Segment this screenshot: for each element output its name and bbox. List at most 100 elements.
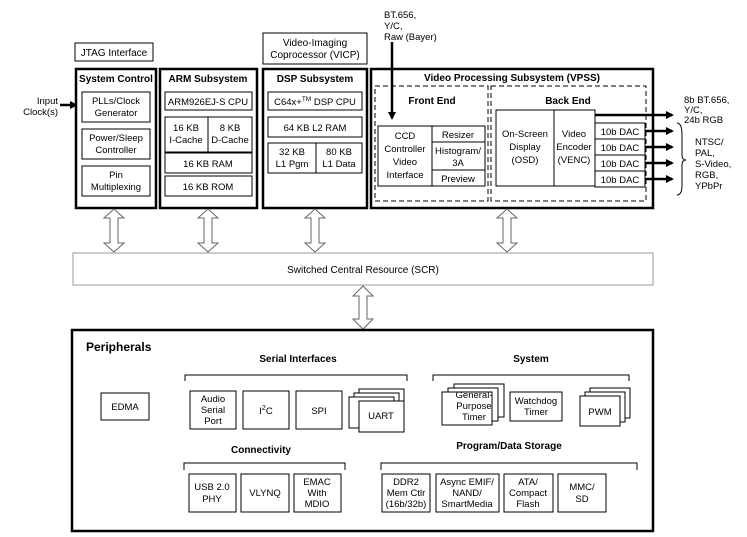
pll-line-2: Generator bbox=[95, 108, 138, 119]
digital-line-2: Y/C, bbox=[684, 105, 702, 116]
arm-title: ARM Subsystem bbox=[169, 74, 248, 85]
async-line-3: SmartMedia bbox=[441, 499, 493, 510]
uart-label: UART bbox=[368, 411, 394, 422]
audio-line-3: Port bbox=[204, 416, 222, 427]
connectivity-title: Connectivity bbox=[231, 445, 291, 456]
pin-mux-block bbox=[81, 165, 151, 197]
analog-line-4: RGB, bbox=[695, 170, 718, 181]
dcache-line-1: 8 KB bbox=[220, 123, 241, 134]
dsp-cpu-block bbox=[267, 91, 363, 111]
jtag-label: JTAG Interface bbox=[81, 48, 148, 59]
jtag-interface: JTAG Interface bbox=[74, 42, 154, 62]
dac-3-label: 10b DAC bbox=[601, 159, 640, 170]
osd-line-1: On-Screen bbox=[502, 129, 548, 140]
osd-line-3: (OSD) bbox=[512, 155, 539, 166]
async-line-1: Async EMIF/ bbox=[440, 477, 494, 488]
ccdc-line-4: Interface bbox=[387, 170, 424, 181]
bt656-line-3: Raw (Bayer) bbox=[384, 32, 437, 43]
dsp-l1d-block bbox=[315, 142, 363, 174]
analog-line-3: S-Video, bbox=[695, 159, 731, 170]
ddr2-line-3: (16b/32b) bbox=[386, 499, 427, 510]
usb-line-2: PHY bbox=[202, 494, 222, 505]
mmc-line-2: SD bbox=[575, 494, 588, 505]
vicp-line-1: Video-Imaging bbox=[283, 38, 347, 49]
audio-serial-port-block bbox=[189, 390, 237, 430]
pll-block bbox=[81, 91, 151, 123]
usb-block bbox=[188, 473, 237, 513]
digital-output-label: 8b BT.656, Y/C, 24b RGB bbox=[684, 95, 729, 126]
arm-cpu-label: ARM926EJ-S CPU bbox=[168, 97, 248, 108]
vicp-line-2: Coprocessor (VICP) bbox=[270, 50, 359, 61]
resizer-label: Resizer bbox=[442, 130, 474, 141]
vicp-block: Video-Imaging Coprocessor (VICP) bbox=[262, 32, 368, 65]
icache-line-2: I-Cache bbox=[169, 135, 202, 146]
ccdc-block bbox=[377, 125, 433, 187]
system-title: System bbox=[513, 354, 549, 365]
watchdog-line-1: Watchdog bbox=[515, 396, 557, 407]
ccdc-line-1: CCD bbox=[395, 131, 416, 142]
arm-bus-arrow bbox=[196, 208, 220, 253]
back-end-title: Back End bbox=[545, 96, 591, 107]
async-emif-block bbox=[435, 473, 500, 513]
ccdc-line-2: Controller bbox=[384, 144, 425, 155]
storage-title: Program/Data Storage bbox=[456, 441, 562, 452]
dsp-subsystem: DSP Subsystem C64x+TM DSP CPU 64 KB L2 R… bbox=[261, 67, 369, 210]
l1d-line-1: 80 KB bbox=[326, 147, 352, 158]
power-line-2: Controller bbox=[95, 145, 136, 156]
async-line-2: NAND/ bbox=[452, 488, 482, 499]
dcache-line-2: D-Cache bbox=[211, 135, 249, 146]
arm-ram-block bbox=[164, 152, 253, 174]
arm-rom-label: 16 KB ROM bbox=[183, 182, 234, 193]
output-arrows bbox=[595, 111, 687, 196]
input-clock-line-2: Clock(s) bbox=[23, 107, 58, 118]
mmc-sd-block bbox=[557, 473, 607, 513]
venc-line-1: Video bbox=[562, 129, 586, 140]
vpss-title: Video Processing Subsystem (VPSS) bbox=[424, 73, 600, 84]
preview-label: Preview bbox=[441, 174, 475, 185]
analog-line-5: YPbPr bbox=[695, 181, 722, 192]
ddr2-line-1: DDR2 bbox=[393, 477, 419, 488]
ddr2-block bbox=[381, 473, 431, 513]
power-sleep-block bbox=[81, 128, 151, 160]
l1d-line-2: L1 Data bbox=[322, 159, 356, 170]
system-bracket bbox=[432, 374, 630, 381]
analog-line-1: NTSC/ bbox=[695, 137, 724, 148]
arm-subsystem: ARM Subsystem ARM926EJ-S CPU 16 KB I-Cac… bbox=[158, 67, 259, 210]
histogram-line-2: 3A bbox=[452, 158, 464, 169]
gpt-line-2: Purpose bbox=[456, 401, 491, 412]
analog-brace bbox=[676, 122, 687, 196]
peripherals-title: Peripherals bbox=[86, 340, 152, 354]
digital-line-1: 8b BT.656, bbox=[684, 95, 729, 106]
dsp-l1p-block bbox=[267, 142, 317, 174]
mmc-line-1: MMC/ bbox=[569, 482, 595, 493]
system-control-bus-arrow bbox=[102, 208, 126, 253]
ata-line-2: Compact bbox=[509, 488, 547, 499]
scr-label: Switched Central Resource (SCR) bbox=[287, 265, 439, 276]
audio-line-1: Audio bbox=[201, 394, 225, 405]
dac-1-label: 10b DAC bbox=[601, 127, 640, 138]
peripherals-bus-arrow bbox=[351, 285, 375, 330]
i2c-block bbox=[242, 390, 290, 430]
dac-4-label: 10b DAC bbox=[601, 175, 640, 186]
emac-line-1: EMAC bbox=[303, 477, 331, 488]
watchdog-block bbox=[509, 391, 563, 422]
serial-bracket bbox=[184, 374, 408, 381]
bt656-input: BT.656, Y/C, Raw (Bayer) bbox=[384, 10, 437, 43]
arm-cpu-block bbox=[164, 91, 253, 111]
arm-rom-block bbox=[164, 175, 253, 197]
l1p-line-1: 32 KB bbox=[279, 147, 305, 158]
spi-block bbox=[295, 390, 343, 430]
venc-block bbox=[553, 109, 596, 187]
bt656-line-2: Y/C, bbox=[384, 21, 402, 32]
analog-line-2: PAL, bbox=[695, 148, 715, 159]
system-control: System Control PLLs/Clock Generator Powe… bbox=[74, 67, 158, 210]
dsp-title: DSP Subsystem bbox=[277, 74, 354, 85]
gpt-line-1: General- bbox=[456, 390, 493, 401]
edma-label: EDMA bbox=[111, 402, 139, 413]
input-clock-line-1: Input bbox=[37, 96, 58, 107]
front-end-title: Front End bbox=[408, 96, 455, 107]
emac-line-3: MDIO bbox=[305, 499, 330, 510]
arm-ram-label: 16 KB RAM bbox=[183, 159, 233, 170]
venc-line-2: Encoder bbox=[556, 142, 591, 153]
